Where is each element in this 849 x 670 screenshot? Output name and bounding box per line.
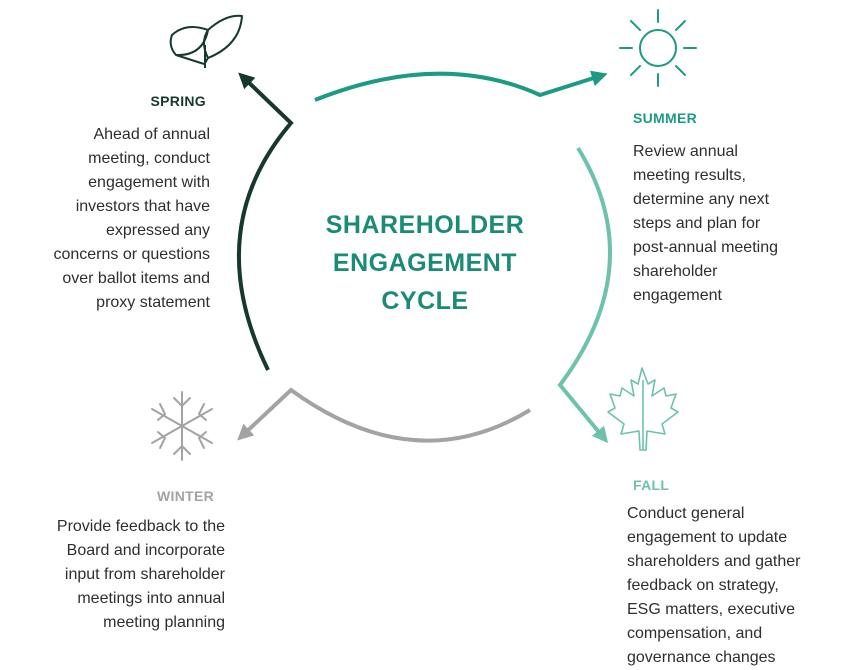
leaf-icon xyxy=(169,14,243,68)
winter-arc xyxy=(237,387,532,443)
summer-arc xyxy=(314,70,608,102)
summer-label: SUMMER xyxy=(633,110,698,126)
spring-label: SPRING xyxy=(150,93,206,109)
spring-arc xyxy=(236,72,294,371)
maple-leaf-icon xyxy=(607,367,679,451)
fall-description: Conduct general engagement to update sha… xyxy=(627,505,801,666)
winter-description: Provide feedback to the Board and incorp… xyxy=(56,518,225,631)
snowflake-icon xyxy=(151,391,213,461)
winter-label: WINTER xyxy=(156,488,214,504)
cycle-title: SHAREHOLDER ENGAGEMENT CYCLE xyxy=(325,211,525,315)
spring-description: Ahead of annual meeting, conduct engagem… xyxy=(53,126,210,311)
fall-label: FALL xyxy=(633,477,670,493)
sun-icon xyxy=(619,9,697,87)
summer-description: Review annual meeting results, determine… xyxy=(633,143,778,304)
fall-arc xyxy=(557,146,612,444)
